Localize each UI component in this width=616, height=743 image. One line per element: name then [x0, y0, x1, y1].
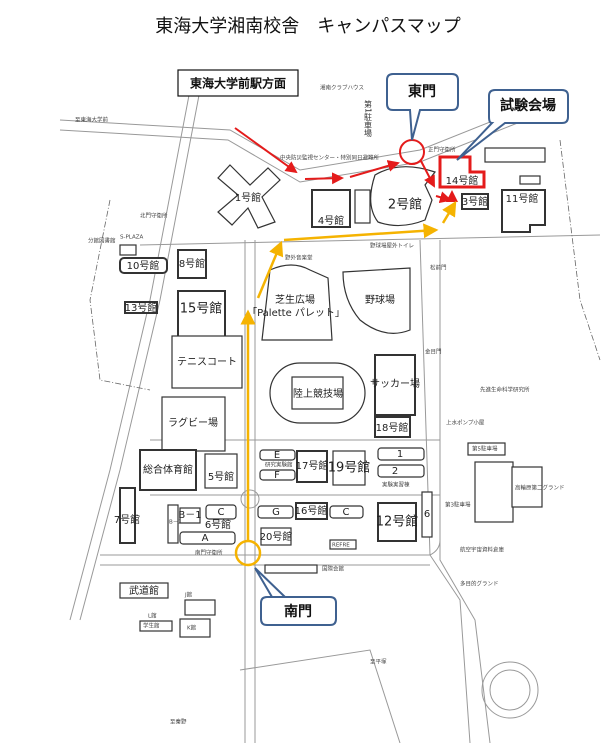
map-title: 東海大学湘南校舎 キャンパスマップ: [155, 16, 460, 37]
building-c-16[interactable]: C: [343, 507, 350, 518]
track-field[interactable]: 陸上競技場: [293, 387, 343, 400]
route-red-east-gate: [234, 127, 458, 204]
building-b2[interactable]: B－2: [169, 520, 182, 526]
north-gate-guard-label: 北門守衛所: [140, 212, 168, 220]
building-11[interactable]: 11号館: [506, 192, 539, 205]
lawn-plaza-nickname: 「Palette パレット」: [247, 307, 345, 319]
general-gymnasium[interactable]: 総合体育館: [143, 463, 193, 476]
building-6[interactable]: 6号館: [205, 518, 231, 531]
student-hall: 学生館: [143, 622, 160, 630]
building-6-small: 6: [424, 509, 430, 520]
building-12[interactable]: 12号館: [376, 515, 419, 530]
callout-south-gate: 南門: [254, 567, 337, 626]
building-8[interactable]: 8号館: [179, 257, 205, 270]
baseball-toilet-label: 野球場屋外トイレ: [370, 242, 414, 250]
disaster-center-label: 中央防災監視センター・特別同日避難所: [280, 154, 380, 162]
practice-bldg-label: 実験実習棟: [382, 481, 410, 489]
south-gate-guard-label: 南門守衛所: [195, 549, 223, 557]
building-k: K館: [187, 624, 197, 632]
building-j: J館: [184, 591, 193, 599]
main-gate-guard-label: 正門守衛所: [428, 146, 456, 154]
lawn-plaza[interactable]: 芝生広場: [275, 293, 315, 306]
exam-venue-callout-label: 試験会場: [500, 97, 556, 114]
parking-3: 第3駐車場: [445, 501, 471, 509]
building-a[interactable]: A: [202, 533, 209, 544]
practice-bldg-2: 2: [392, 466, 398, 477]
building-19[interactable]: 19号館: [328, 461, 371, 476]
kaneme-gate-label: 金目門: [425, 348, 442, 356]
lab-building-label: 研究実験館: [265, 461, 293, 469]
second-ground-label: 高輪原第二グランド: [515, 484, 565, 492]
small-labels: 至東海大学前 湘南クラブハウス 第1駐車場 正門守衛所 中央防災監視センター・特…: [75, 84, 530, 726]
building-e[interactable]: E: [274, 450, 280, 461]
aerospace-storage-label: 航空宇宙資料倉庫: [460, 546, 505, 554]
multipurpose-ground: 多目的グランド: [460, 580, 499, 588]
baseball-field[interactable]: 野球場: [365, 293, 395, 306]
s-plaza-label: S-PLAZA: [120, 235, 144, 241]
callout-exam-venue: 試験会場: [456, 89, 569, 161]
building-4[interactable]: 4号館: [318, 214, 344, 227]
building-1[interactable]: 1号館: [235, 191, 261, 204]
buildings: 1号館 2号館 4号館 14号館 3号館 11号館 8号館 10号館 13号館 …: [114, 147, 565, 638]
to-hadano: 至秦野: [170, 718, 187, 726]
outdoor-stage-label: 野外音楽堂: [285, 254, 313, 262]
parking-5: 第5駐車場: [472, 445, 498, 453]
building-3[interactable]: 3号館: [462, 195, 488, 208]
building-10[interactable]: 10号館: [127, 259, 160, 272]
station-direction-label: 東海大学前駅方面: [190, 76, 286, 91]
practice-bldg-1: 1: [397, 449, 403, 460]
tennis-court[interactable]: テニスコート: [177, 357, 237, 368]
budokan: 武道館: [129, 584, 159, 597]
building-g[interactable]: G: [272, 507, 280, 518]
refre-building[interactable]: REFRE: [332, 543, 350, 549]
building-f[interactable]: F: [274, 470, 280, 481]
east-gate-marker[interactable]: [399, 139, 425, 165]
life-science-lab-label: 先進生命科学研究所: [480, 386, 530, 394]
soccer-field[interactable]: サッカー場: [370, 377, 420, 390]
south-gate-callout-label: 南門: [284, 603, 312, 620]
building-20[interactable]: 20号館: [260, 530, 293, 543]
building-16[interactable]: 16号館: [295, 504, 328, 517]
route-yellow-south-gate: [240, 200, 457, 540]
building-18[interactable]: 18号館: [376, 421, 409, 434]
to-hiratsuka: 至平塚: [370, 658, 387, 666]
building-l: L館: [148, 612, 157, 620]
south-gate-marker[interactable]: [234, 539, 262, 567]
building-14-exam-venue[interactable]: 14号館: [446, 174, 479, 187]
water-pump-label: 上水ポンプ小屋: [446, 419, 485, 427]
parking-1: 第1駐車場: [364, 99, 373, 138]
station-direction-box: [177, 69, 299, 97]
building-7[interactable]: 7号館: [114, 513, 140, 526]
building-c-6[interactable]: C: [218, 507, 225, 518]
callout-east-gate: 東門: [386, 73, 459, 141]
building-17[interactable]: 17号館: [296, 459, 329, 472]
building-b1[interactable]: B－1: [178, 510, 201, 521]
library-label: 分館図書館: [88, 237, 116, 245]
rugby-field[interactable]: ラグビー場: [168, 416, 218, 429]
clubhouse-label: 湘南クラブハウス: [320, 84, 364, 92]
building-13[interactable]: 13号館: [125, 301, 158, 314]
building-15[interactable]: 15号館: [180, 302, 223, 317]
building-5[interactable]: 5号館: [208, 470, 234, 483]
building-2[interactable]: 2号館: [388, 198, 422, 213]
international-hall: 国際会館: [322, 565, 345, 573]
to-tokai-daigaku-mae: 至東海大学前: [75, 116, 109, 124]
matsumae-gate-label: 松前門: [430, 264, 447, 272]
east-gate-callout-label: 東門: [408, 83, 436, 100]
